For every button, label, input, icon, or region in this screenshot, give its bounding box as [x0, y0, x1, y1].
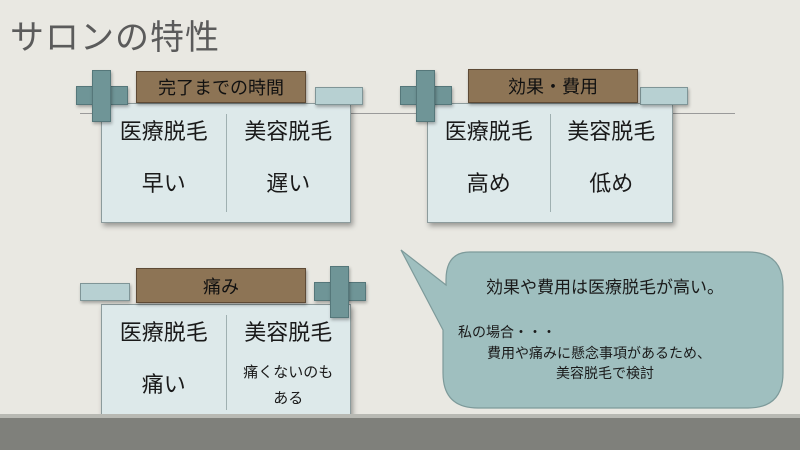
callout-line: 美容脱毛で検討: [556, 366, 654, 382]
panel-effect-medical: 医療脱毛 高め: [428, 104, 550, 222]
panel-pain: 医療脱毛 痛い 美容脱毛 痛くないのも ある: [101, 304, 351, 421]
panel-value-line: 痛くないのも: [243, 363, 334, 381]
callout-line: 費用や痛みに懸念事項があるため、: [487, 346, 711, 362]
panel-value: 痛くないのも ある: [243, 359, 333, 411]
panel-head: 美容脱毛: [567, 120, 656, 145]
column-divider: [549, 114, 551, 212]
panel-head: 医療脱毛: [444, 120, 533, 145]
panel-effect-beauty: 美容脱毛 低め: [551, 104, 673, 222]
panel-time-tag: 完了までの時間: [136, 71, 306, 103]
panel-head: 医療脱毛: [119, 120, 208, 145]
panel-value: 早い: [141, 172, 186, 197]
decor-tab: [80, 283, 130, 301]
column-divider: [225, 315, 227, 410]
panel-time-beauty: 美容脱毛 遅い: [227, 104, 351, 222]
panel-pain-medical: 医療脱毛 痛い: [102, 305, 226, 420]
callout-main-text: 効果や費用は医療脱毛が高い。: [486, 278, 724, 298]
footer-band: [0, 418, 800, 450]
panel-time-medical: 医療脱毛 早い: [102, 104, 226, 222]
panel-effect-cost: 医療脱毛 高め 美容脱毛 低め: [427, 103, 673, 223]
divider-line: [80, 113, 735, 114]
panel-head: 美容脱毛: [244, 120, 333, 145]
callout-line: 私の場合・・・: [458, 325, 556, 341]
slide-title: サロンの特性: [10, 18, 220, 58]
panel-effect-cost-tag: 効果・費用: [468, 69, 638, 103]
panel-pain-beauty: 美容脱毛 痛くないのも ある: [227, 305, 351, 420]
panel-value: 低め: [589, 172, 634, 197]
panel-head: 美容脱毛: [244, 321, 333, 346]
footer-line: [0, 414, 800, 418]
panel-value: 高め: [466, 172, 511, 197]
panel-time: 医療脱毛 早い 美容脱毛 遅い: [101, 103, 351, 223]
panel-pain-tag: 痛み: [136, 268, 306, 303]
decor-tab: [640, 87, 688, 105]
panel-value-line: ある: [273, 389, 304, 407]
panel-value: 遅い: [266, 172, 311, 197]
panel-value: 痛い: [141, 373, 186, 398]
plus-icon: [314, 266, 366, 318]
column-divider: [225, 114, 227, 212]
plus-icon: [400, 70, 452, 122]
decor-tab: [315, 87, 363, 105]
plus-icon: [76, 70, 128, 122]
panel-head: 医療脱毛: [119, 321, 208, 346]
